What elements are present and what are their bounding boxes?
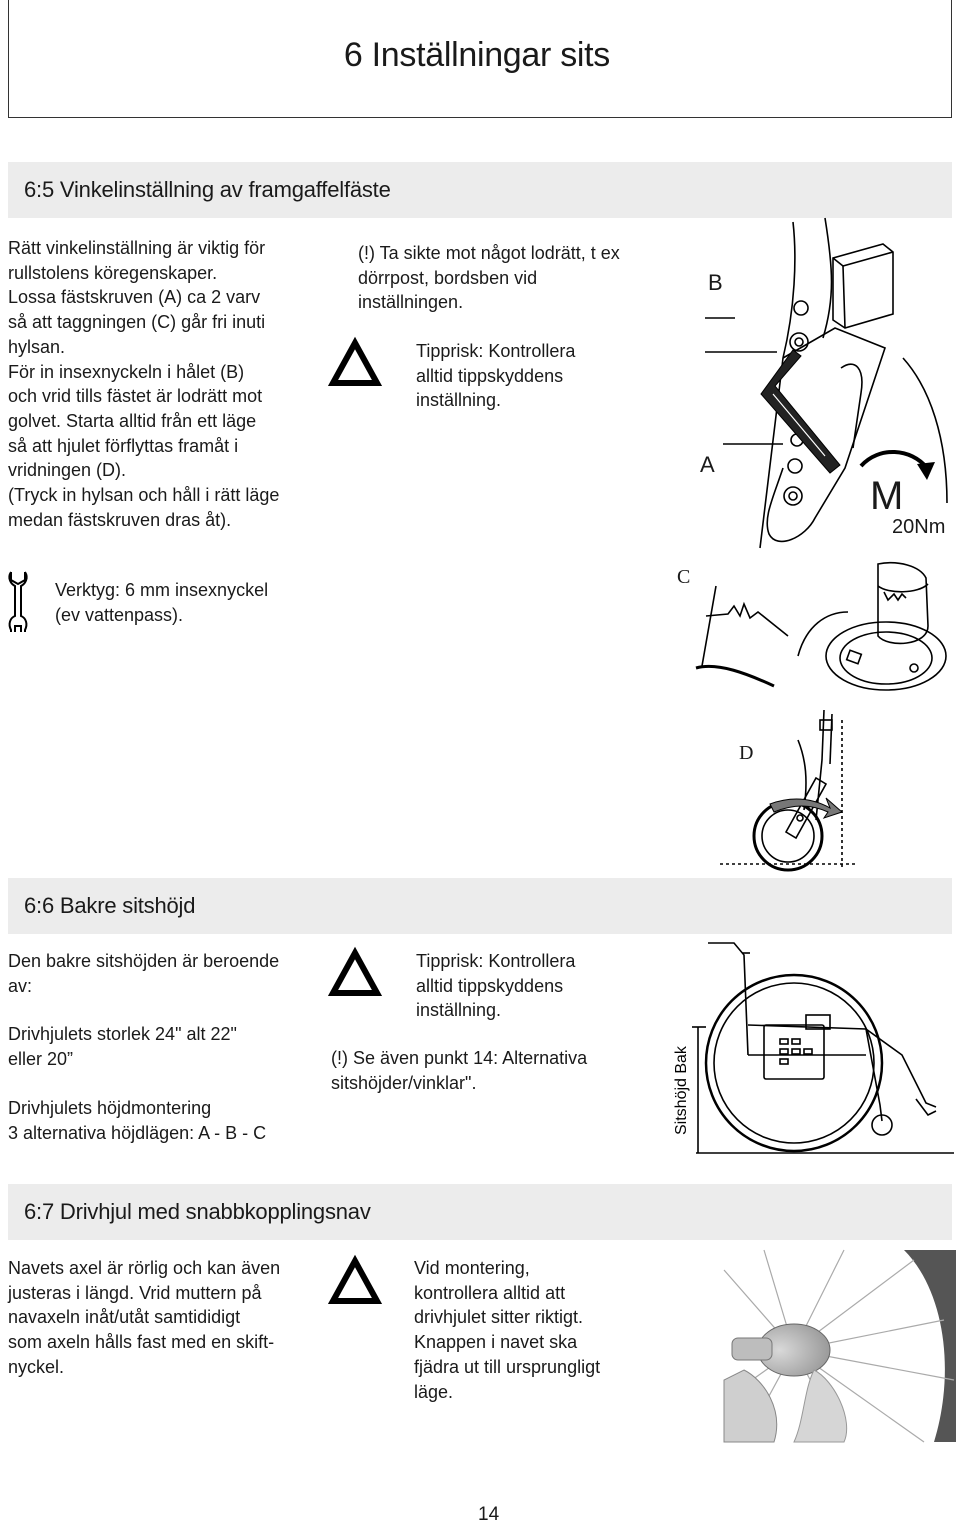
section-title-6-5: 6:5 Vinkelinställning av framgaffelfäste: [24, 177, 391, 202]
section-6-6-note: (!) Se även punkt 14: Alternativa sitshö…: [331, 1048, 588, 1093]
serration-detail-illustration: [695, 562, 947, 691]
section-6-5-warning: Tipprisk: Kontrollera alltid tippskydden…: [416, 341, 576, 411]
section-6-6-warning: Tipprisk: Kontrollera alltid tippskydden…: [416, 951, 576, 1021]
page-number: 14: [478, 1504, 500, 1525]
section-6-6-body-1: Den bakre sitshöjden är beroende av:: [8, 951, 280, 996]
caster-rotation-illustration: [720, 709, 856, 872]
figure-label-c: C: [677, 566, 691, 588]
section-title-6-7: 6:7 Drivhjul med snabbkopplingsnav: [24, 1199, 371, 1224]
torque-m-label: M: [870, 474, 904, 518]
warning-triangle-icon: [327, 1254, 383, 1304]
seat-height-figure-label: Sitshöjd Bak: [673, 1045, 690, 1135]
page-title: 6 Inställningar sits: [343, 36, 610, 74]
section-6-5-body: Rätt vinkelinställning är viktig för rul…: [8, 238, 280, 530]
tool-text: Verktyg: 6 mm insexnyckel (ev vattenpass…: [55, 580, 269, 625]
figure-label-a: A: [700, 452, 715, 477]
wrench-icon: [8, 571, 28, 632]
section-6-6-body-2: Drivhjulets storlek 24" alt 22" eller 20…: [8, 1024, 237, 1069]
warning-triangle-icon: [327, 946, 383, 996]
section-header-6-7: [8, 1184, 952, 1240]
section-title-6-6: 6:6 Bakre sitshöjd: [24, 893, 196, 918]
wheelchair-side-illustration: Sitshöjd Bak: [673, 942, 954, 1154]
quick-release-hub-photo: [723, 1249, 956, 1443]
figure-label-d: D: [739, 742, 754, 764]
section-header-6-5: [8, 162, 952, 218]
header-frame: [8, 0, 952, 118]
section-6-6-body-3: Drivhjulets höjdmontering 3 alternativa …: [8, 1098, 267, 1143]
warning-triangle-icon: [327, 336, 383, 386]
section-6-7-body: Navets axel är rörlig och kan även juste…: [8, 1258, 281, 1377]
figure-label-b: B: [708, 270, 723, 295]
section-header-6-6: [8, 878, 952, 934]
fork-bracket-illustration: [705, 217, 948, 549]
section-6-7-warning: Vid montering, kontrollera alltid att dr…: [414, 1258, 601, 1402]
section-6-5-note: (!) Ta sikte mot något lodrätt, t ex dör…: [358, 243, 620, 313]
torque-value-label: 20Nm: [892, 516, 946, 538]
